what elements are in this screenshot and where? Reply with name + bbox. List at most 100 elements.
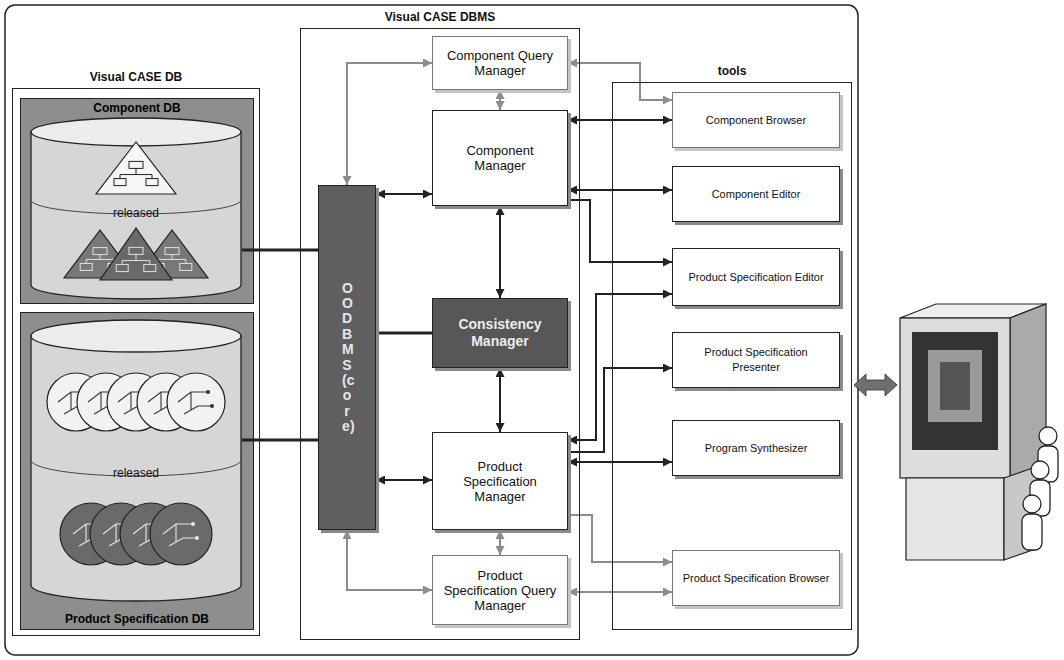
box-label: Consistency Manager: [439, 316, 561, 350]
hierarchy-link: [158, 255, 186, 264]
circuit-dot: [210, 404, 214, 408]
hierarchy-node: [93, 248, 107, 255]
component-triangle: [96, 142, 176, 194]
group-heading: Visual CASE DB: [13, 70, 259, 85]
component-icon: [96, 142, 176, 194]
connector: [499, 90, 501, 110]
circuit-dot: [195, 536, 199, 540]
circuit-dot: [206, 390, 210, 394]
process-box: Product Specification Browser: [672, 550, 840, 606]
group-box: released Component DB releasedProduct Spec…: [12, 88, 260, 636]
hierarchy-node: [114, 179, 126, 186]
connector: [499, 206, 501, 298]
hierarchy-link: [86, 255, 114, 264]
connector: [499, 530, 501, 555]
monitor-front: [900, 318, 1010, 478]
core-label: OODBMS (core): [342, 281, 352, 435]
monitor-base: [906, 478, 1004, 560]
panel-fill: [20, 98, 254, 304]
component-triangle: [100, 228, 172, 280]
box-label: Product Specification Editor: [688, 270, 823, 285]
process-box: Product Specification Manager: [432, 432, 568, 530]
screen-window-inner: [940, 362, 970, 410]
process-box: Product Specification Editor: [672, 248, 840, 306]
process-box: Product Specification Presenter: [672, 332, 840, 388]
cylinder-top: [31, 320, 241, 352]
users-icon: [1022, 427, 1058, 550]
monitor-screen: [912, 332, 998, 450]
hierarchy-node: [146, 179, 158, 186]
database-cylinder: released: [30, 320, 242, 602]
hierarchy-link: [120, 168, 152, 178]
box-label: Component Query Manager: [439, 48, 561, 78]
panel-fills: [20, 98, 254, 630]
system-frame: [5, 5, 858, 655]
cylinder-body: [31, 336, 241, 601]
core-box: OODBMS (core): [318, 185, 376, 530]
specification-disc: [167, 373, 225, 431]
panel-heading: Product Specification DB: [21, 612, 253, 626]
manager-box: Consistency Manager: [432, 298, 568, 368]
database-panel: releasedProduct Specification DB: [20, 312, 254, 630]
user-head: [1031, 461, 1049, 479]
connector: [568, 591, 672, 593]
box-label: Product Specification Query Manager: [439, 568, 561, 613]
process-box: Component Browser: [672, 92, 840, 148]
box-label: Component Browser: [706, 113, 806, 128]
box-label: Component Manager: [439, 143, 561, 173]
group-heading: tools: [613, 64, 851, 79]
connector: [376, 332, 432, 335]
connector: [347, 530, 432, 590]
connector: [568, 119, 672, 121]
connector: [376, 479, 432, 481]
hierarchy-node: [129, 247, 143, 254]
connector: [568, 200, 672, 262]
process-box: Product Specification Query Manager: [432, 555, 568, 625]
connector: [568, 189, 672, 191]
connector: [499, 368, 501, 432]
specification-icon: [150, 503, 212, 565]
box-label: Product Specification Browser: [683, 571, 830, 586]
component-icon: [100, 228, 172, 280]
user-body: [1022, 514, 1042, 550]
status-label: released: [30, 206, 242, 220]
connector: [376, 193, 432, 195]
panel-heading: Component DB: [21, 101, 253, 115]
connectors: [242, 63, 672, 592]
process-box: Component Editor: [672, 166, 840, 222]
hierarchy-node: [144, 265, 156, 272]
monitor-icon: [900, 304, 1046, 560]
process-box: Component Manager: [432, 110, 568, 206]
box-label: Component Editor: [712, 187, 801, 202]
group-heading: Visual CASE DBMS: [301, 10, 579, 25]
circuit-line: [163, 524, 197, 546]
status-label: released: [30, 466, 242, 480]
box-label: Program Synthesizer: [705, 441, 808, 456]
circuit-dot: [191, 522, 195, 526]
screen-window: [928, 350, 982, 422]
box-label: Product Specification Manager: [439, 459, 561, 504]
specification-disc: [150, 503, 212, 565]
process-box: Program Synthesizer: [672, 420, 840, 476]
connector: [568, 368, 672, 452]
hierarchy-node: [165, 248, 179, 255]
hierarchy-node: [129, 161, 143, 168]
user-head: [1023, 495, 1041, 513]
user-head: [1039, 427, 1057, 445]
circuit-line: [178, 392, 212, 414]
group-box: Component Query ManagerComponent Manager…: [300, 28, 580, 640]
connector: [347, 63, 432, 185]
panel-fill: [20, 312, 254, 630]
database-cylinder: released: [30, 118, 242, 300]
interaction-arrow: [854, 374, 897, 396]
group-box: Component BrowserComponent EditorProduct…: [612, 82, 852, 630]
specification-icon: [167, 373, 225, 431]
box-label: Product Specification Presenter: [679, 345, 833, 375]
hierarchy-link: [122, 254, 150, 264]
hierarchy-node: [80, 263, 92, 270]
connector: [568, 461, 672, 463]
hierarchy-node: [116, 265, 128, 272]
cylinder-shape: [30, 320, 242, 602]
connector: [568, 515, 672, 562]
